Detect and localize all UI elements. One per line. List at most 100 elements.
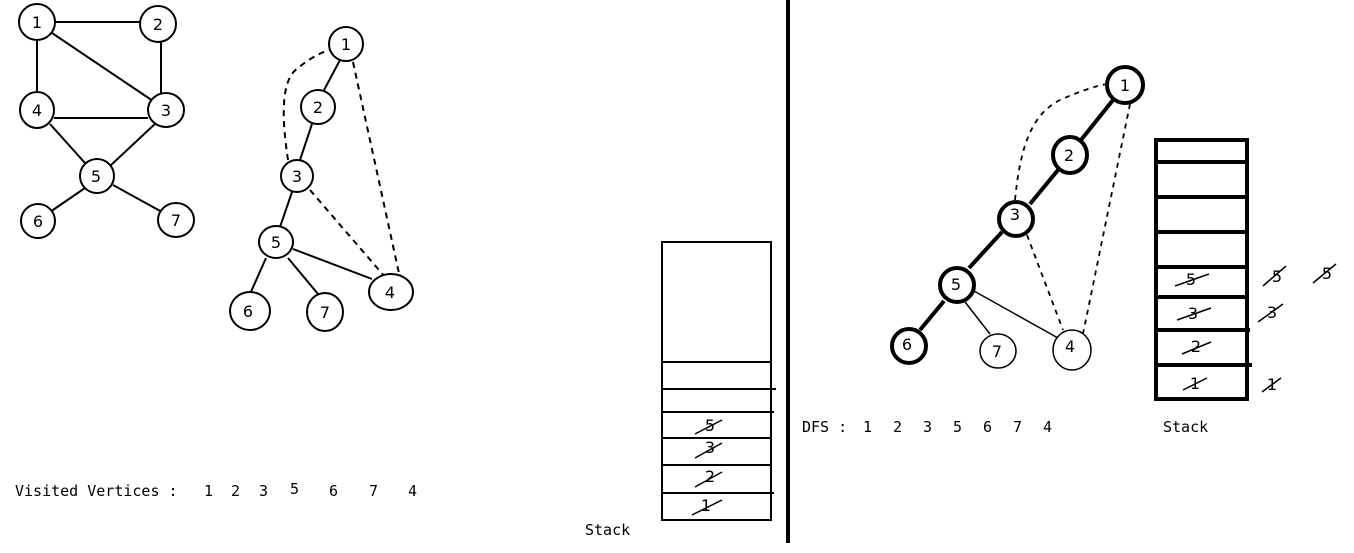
stack-left: 5 3 2 1 Stack	[585, 241, 776, 539]
graph-node-7: 7	[157, 202, 195, 238]
graph-edge-5-7	[112, 184, 163, 213]
dfs-tree-right-node-3: 3	[997, 200, 1035, 238]
graph-edge-1-3	[51, 32, 154, 102]
tree-edge-5-4-right	[973, 290, 1059, 339]
dfs-tree-right: 1 2 3 5 6 7 4	[890, 65, 1145, 371]
graph-node-3-label: 3	[161, 101, 171, 120]
dfs-tree-right-node-4-label: 4	[1065, 337, 1075, 356]
stack-left-item-2: 2	[694, 467, 723, 488]
graph-node-1-label: 1	[32, 13, 42, 32]
tree-edge-5-6	[249, 257, 267, 295]
dfs-tree-right-node-6: 6	[890, 327, 928, 365]
stack-right-item-2-label: 2	[1191, 337, 1201, 356]
back-edge-4-1	[352, 61, 401, 279]
stack-right-popped-1: 5	[1262, 265, 1287, 287]
stack-right: 5 3 2 1 5 5 3 1 St	[1154, 138, 1337, 436]
dfs-tree-left-node-7-label: 7	[320, 303, 330, 322]
stack-right-item-3: 3	[1176, 304, 1212, 323]
visited-value-2: 2	[231, 482, 240, 500]
graph-node-4-label: 4	[32, 101, 42, 120]
stack-right-popped-4: 1	[1261, 375, 1282, 394]
dfs-order: DFS : 1 2 3 5 6 7 4	[802, 418, 1052, 436]
stack-left-label: Stack	[585, 521, 630, 539]
dfs-value-5: 6	[983, 418, 992, 436]
graph-node-2-label: 2	[153, 15, 163, 34]
back-edge-3-1	[282, 48, 333, 161]
graph-node-5: 5	[79, 158, 115, 194]
graph-node-7-label: 7	[171, 211, 181, 230]
dfs-tree-right-node-1: 1	[1105, 65, 1145, 105]
dfs-value-7: 4	[1043, 418, 1052, 436]
tree-edge-5-4	[292, 248, 373, 280]
dfs-tree-left-node-6: 6	[229, 291, 271, 331]
stack-left-item-5: 5	[694, 416, 723, 435]
graph-node-3: 3	[147, 92, 185, 128]
dfs-value-4: 5	[953, 418, 962, 436]
visited-value-3: 3	[259, 482, 268, 500]
back-edge-3-4-right	[1026, 234, 1064, 331]
visited-value-4: 5	[290, 480, 299, 498]
graph-node-6-label: 6	[33, 212, 43, 231]
dfs-tree-right-node-5-label: 5	[951, 275, 961, 294]
dfs-tree-right-node-7-label: 7	[992, 342, 1002, 361]
back-edge-4-1-right	[1082, 103, 1131, 335]
graph-node-5-label: 5	[91, 167, 101, 186]
tree-edge-5-7	[287, 257, 319, 295]
tree-edge-1-2	[322, 59, 341, 93]
stack-right-item-5: 5	[1174, 270, 1210, 289]
visited-vertices-label: Visited Vertices :	[15, 482, 178, 500]
stack-right-popped-2-label: 5	[1322, 264, 1332, 283]
stack-left-item-1-label: 1	[701, 496, 711, 515]
dfs-order-label: DFS :	[802, 418, 847, 436]
stack-right-popped-2: 5	[1312, 263, 1337, 284]
dfs-tree-left: 1 2 3 5 6 7 4	[229, 26, 414, 332]
stack-left-item-1: 1	[691, 496, 723, 516]
visited-value-1: 1	[204, 482, 213, 500]
dfs-tree-right-node-2: 2	[1051, 135, 1089, 175]
tree-edge-2-3	[299, 123, 313, 161]
dfs-tree-right-node-4: 4	[1052, 329, 1092, 371]
stack-left-item-3: 3	[694, 438, 723, 459]
back-edge-3-1-right	[1014, 83, 1108, 201]
dfs-tree-right-node-1-label: 1	[1120, 76, 1130, 95]
dfs-tree-right-node-7: 7	[979, 333, 1017, 369]
dfs-tree-left-node-6-label: 6	[243, 302, 253, 321]
dfs-tree-left-node-4-label: 4	[385, 283, 395, 302]
stack-right-popped-3: 3	[1257, 303, 1284, 323]
tree-edge-3-5	[279, 191, 293, 228]
tree-edge-5-6-right	[918, 299, 946, 332]
dfs-tree-left-node-7: 7	[306, 292, 344, 332]
stack-right-item-1: 1	[1182, 374, 1208, 393]
stack-left-item-2-label: 2	[705, 467, 715, 486]
tree-edge-1-2-right	[1079, 98, 1115, 142]
dfs-tree-left-node-5: 5	[258, 225, 294, 259]
undirected-graph	[36, 21, 163, 213]
tree-edge-5-7-right	[964, 301, 991, 335]
graph-node-2: 2	[139, 5, 177, 43]
dfs-value-6: 7	[1013, 418, 1022, 436]
visited-value-5: 6	[329, 482, 338, 500]
dfs-value-1: 1	[863, 418, 872, 436]
dfs-tree-left-node-3-label: 3	[292, 167, 302, 186]
stack-right-popped-1-label: 5	[1272, 267, 1282, 286]
stack-right-label: Stack	[1163, 418, 1208, 436]
stack-right-item-3-label: 3	[1188, 304, 1198, 323]
dfs-tree-right-node-5: 5	[938, 266, 976, 304]
undirected-graph-nodes: 1 2 3 4 5 6 7	[18, 3, 195, 239]
graph-node-6: 6	[20, 203, 56, 239]
stack-left-item-3-label: 3	[705, 438, 715, 457]
tree-edge-2-3-right	[1028, 168, 1060, 206]
graph-edge-3-5	[109, 121, 158, 167]
back-edge-3-4	[309, 189, 386, 278]
dfs-tree-left-node-1: 1	[328, 26, 364, 62]
visited-value-6: 7	[369, 482, 378, 500]
dfs-value-3: 3	[923, 418, 932, 436]
visited-value-7: 4	[408, 482, 417, 500]
dfs-tree-left-node-4: 4	[368, 273, 414, 311]
graph-node-4: 4	[19, 91, 55, 129]
stack-right-item-2: 2	[1181, 337, 1212, 356]
dfs-tree-right-node-2-label: 2	[1064, 146, 1074, 165]
visited-vertices: Visited Vertices : 1 2 3 5 6 7 4	[15, 480, 417, 500]
graph-edge-4-5	[49, 123, 86, 164]
dfs-tree-left-node-2-label: 2	[313, 98, 323, 117]
